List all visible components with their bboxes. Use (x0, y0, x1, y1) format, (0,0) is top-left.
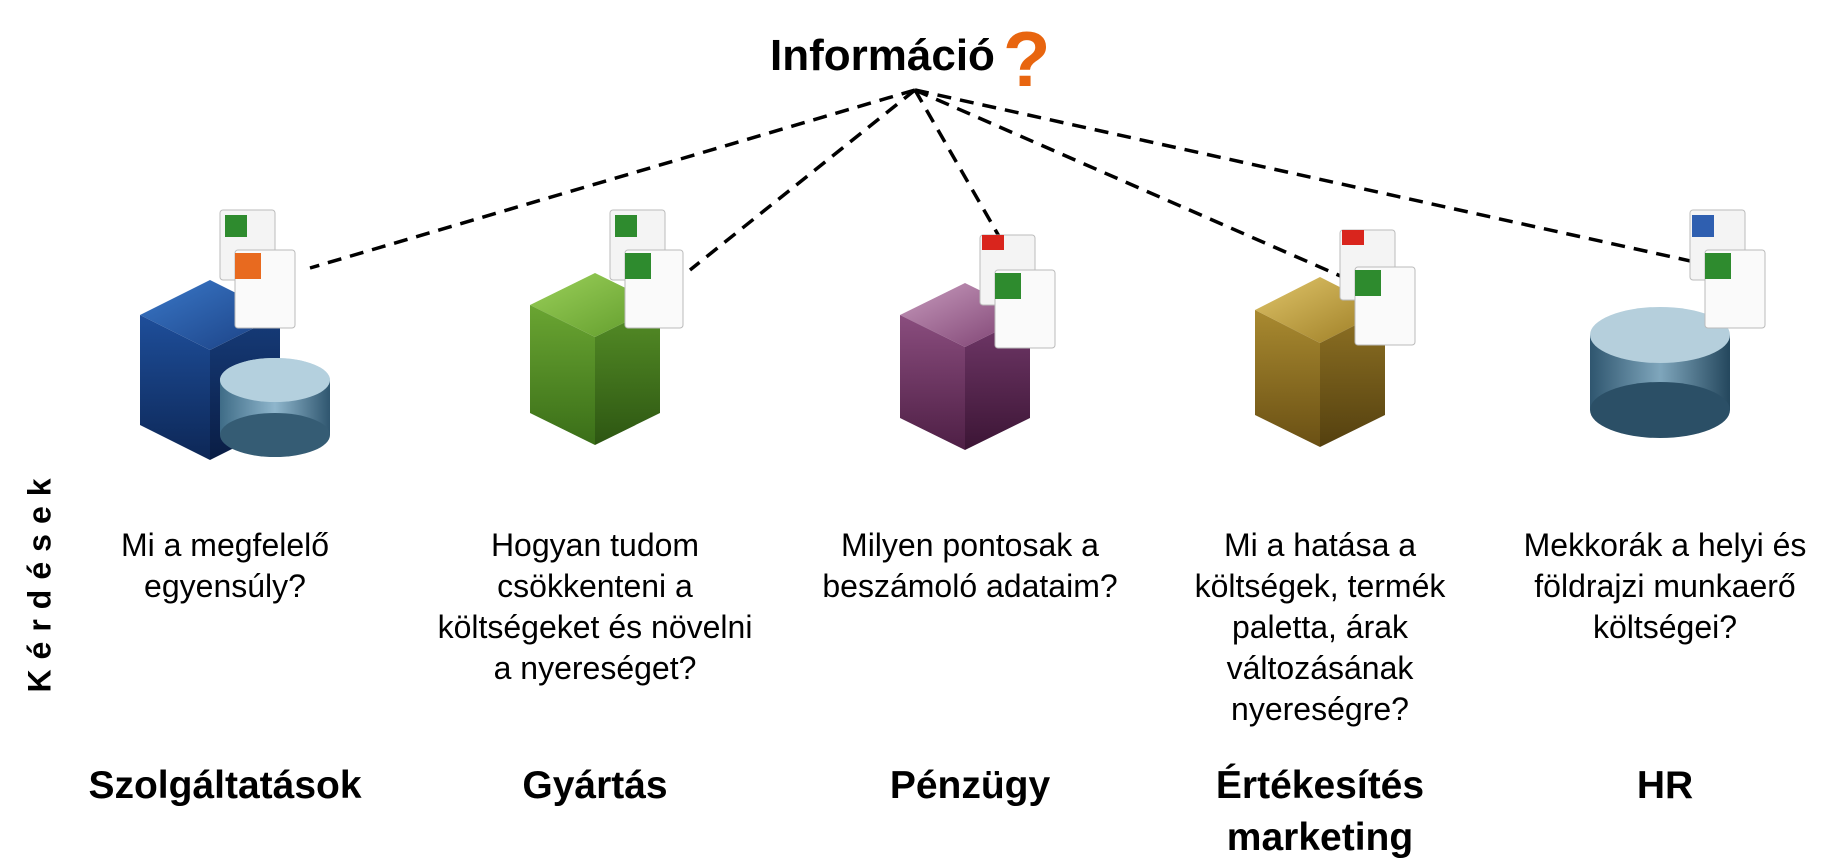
category-label: Pénzügy (889, 764, 1051, 807)
question-text: Mi a megfelelő egyensúly? (120, 527, 330, 604)
question-text: Mekkorák a helyi és földrajzi munkaerő k… (1523, 527, 1807, 645)
connector-line (914, 88, 1696, 264)
connector-line (688, 88, 917, 272)
question-text: Hogyan tudom csökkenteni a költségeket é… (437, 527, 753, 686)
category-label: Gyártás (522, 764, 668, 807)
database-icon (1590, 209, 1766, 438)
category-label: Szolgáltatások (88, 764, 362, 807)
category-label: HR (1636, 764, 1694, 807)
connector-line (309, 88, 916, 270)
gold-cube-icon (1255, 229, 1416, 447)
purple-cube-icon (900, 234, 1056, 450)
title-text: Információ (770, 31, 995, 80)
question-text: Milyen pontosak a beszámoló adataim? (822, 527, 1118, 604)
title: Információ ? (770, 8, 1051, 98)
blue-cube-database-icon (140, 209, 330, 460)
connector-line (913, 89, 1002, 239)
question-mark-icon: ? (1002, 15, 1051, 103)
question-text: Mi a hatása a költségek, termék paletta,… (1194, 527, 1446, 727)
category-label: Értékesítés marketing (1215, 764, 1425, 859)
connector-line (914, 88, 1346, 280)
side-label: Kérdések (21, 468, 58, 693)
green-cube-icon (530, 209, 684, 445)
